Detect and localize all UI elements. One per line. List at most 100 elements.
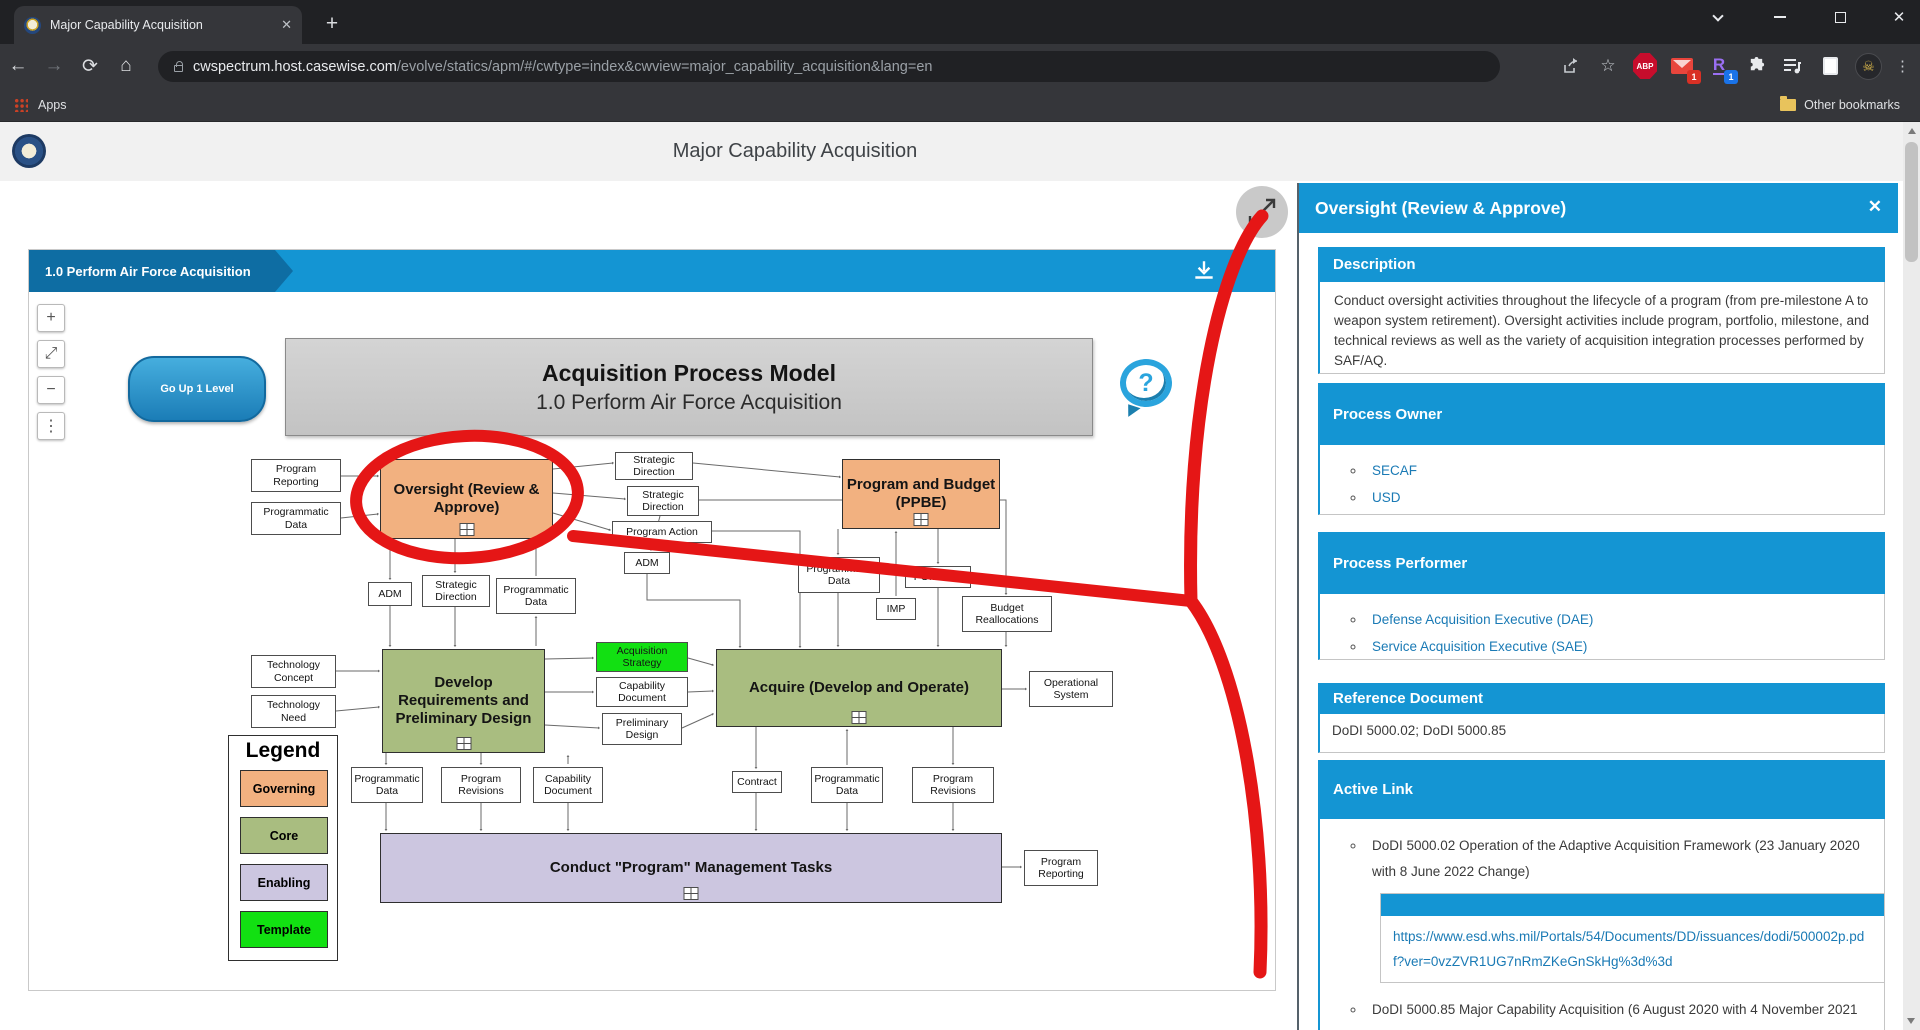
diagram-node[interactable]: Oversight (Review & Approve) (380, 459, 553, 539)
diagram-node[interactable]: Capability Document (596, 677, 688, 707)
window-minimize-button[interactable] (1762, 0, 1798, 34)
playlist-extension-icon[interactable] (1781, 54, 1805, 78)
diagram-node[interactable]: Programmatic Data (251, 502, 341, 535)
browser-menu-icon[interactable]: ⋮ (1895, 58, 1910, 75)
panel-close-icon[interactable]: ✕ (1867, 197, 1882, 216)
browser-tab-bar: Major Capability Acquisition ✕ + ✕ (0, 0, 1920, 44)
diagram-node[interactable]: Program Revisions (441, 767, 521, 803)
panel-link[interactable]: USD (1372, 490, 1401, 505)
back-button[interactable]: ← (8, 55, 28, 76)
diagram-node[interactable]: Acquire (Develop and Operate) (716, 649, 1002, 727)
diagram-node[interactable]: Program Action (612, 521, 712, 543)
legend-title: Legend (245, 739, 321, 762)
diagram-node[interactable]: Strategic Direction (615, 452, 693, 480)
detail-panel: Oversight (Review & Approve) ✕ Descripti… (1297, 183, 1898, 1030)
diagram-node[interactable]: Program Revisions (912, 767, 994, 803)
process-performer-header: Process Performer (1318, 532, 1885, 594)
help-bubble-icon[interactable]: ? (1120, 359, 1176, 420)
description-body: Conduct oversight activities throughout … (1318, 282, 1885, 374)
diagram-node[interactable]: Programmatic Data (351, 767, 423, 803)
diagram-node[interactable]: Program and Budget (PPBE) (842, 459, 1000, 529)
expand-icon[interactable] (851, 711, 867, 724)
sidebar-extension-icon[interactable] (1818, 54, 1842, 78)
resize-handle-icon (1236, 186, 1288, 238)
scrollbar-thumb[interactable] (1905, 142, 1918, 262)
extensions-puzzle-icon[interactable] (1744, 54, 1768, 78)
diagram-node[interactable]: Technology Concept (251, 655, 336, 688)
diagram-node[interactable]: Technology Need (251, 695, 336, 728)
diagram-node[interactable]: Program Reporting (1024, 850, 1098, 886)
diagram-zoom-toolbar: + ⤢ − ⋮ (37, 304, 65, 448)
mail-extension-icon[interactable]: 1 (1670, 54, 1701, 84)
scrollbar-up-arrow[interactable] (1907, 128, 1916, 134)
diagram-node[interactable]: Programmatic Data (811, 767, 883, 803)
tab-title: Major Capability Acquisition (50, 18, 203, 32)
reload-button[interactable]: ⟳ (82, 55, 98, 77)
diagram-node[interactable]: IMP (876, 598, 916, 620)
download-icon[interactable] (1191, 258, 1217, 289)
browser-toolbar: ← → ⟳ ⌂ cwspectrum.host.casewise.com/evo… (0, 44, 1920, 88)
panel-link[interactable]: Defense Acquisition Executive (DAE) (1372, 612, 1594, 627)
diagram-node[interactable]: Acquisition Strategy (596, 642, 688, 672)
page-url: cwspectrum.host.casewise.com/evolve/stat… (193, 58, 933, 75)
window-close-button[interactable]: ✕ (1892, 9, 1906, 26)
home-button[interactable]: ⌂ (120, 55, 132, 76)
diagram-node[interactable]: Programmatic Data (496, 578, 576, 614)
diagram-banner: 1.0 Perform Air Force Acquisition (29, 250, 293, 292)
other-bookmarks[interactable]: Other bookmarks (1780, 95, 1900, 112)
list-item: Service Acquisition Executive (SAE) (1366, 633, 1884, 660)
diagram-node[interactable]: Develop Requirements and Preliminary Des… (382, 649, 545, 753)
zoom-in-button[interactable]: + (37, 304, 65, 332)
diagram-node[interactable]: Contract (732, 771, 782, 793)
diagram-node[interactable]: Capability Document (533, 767, 603, 803)
link-box-highlight-bar (1381, 894, 1884, 916)
panel-link[interactable]: SECAF (1372, 463, 1418, 478)
tab-close-icon[interactable]: ✕ (281, 17, 292, 32)
browser-tab[interactable]: Major Capability Acquisition ✕ (14, 6, 302, 44)
diagram-node[interactable]: Strategic Direction (422, 575, 490, 607)
diagram-node[interactable]: POM/PBD (905, 566, 971, 588)
fit-screen-button[interactable]: ⤢ (37, 340, 65, 368)
diagram-title-box: Acquisition Process Model 1.0 Perform Ai… (285, 338, 1093, 436)
diagram-node[interactable]: Program Reporting (251, 459, 341, 492)
zoom-out-button[interactable]: − (37, 376, 65, 404)
diagram-node[interactable]: Programmatic Data (798, 557, 880, 593)
apps-grid-icon[interactable] (14, 97, 28, 112)
site-favicon (24, 16, 41, 34)
diagram-node[interactable]: Conduct "Program" Management Tasks (380, 833, 1002, 903)
new-tab-button[interactable]: + (325, 12, 339, 35)
expand-icon[interactable] (913, 513, 929, 526)
diagram-node[interactable]: ADM (368, 582, 412, 606)
diagram-node[interactable]: ADM (624, 552, 670, 574)
forward-button[interactable]: → (44, 55, 64, 76)
expand-icon[interactable] (456, 737, 471, 750)
mail-badge: 1 (1687, 70, 1701, 84)
expand-icon[interactable] (683, 887, 699, 900)
diagram-node[interactable]: Operational System (1029, 671, 1113, 707)
tab-search-chevron-icon[interactable] (1700, 0, 1736, 34)
diagram-node[interactable]: Budget Reallocations (962, 596, 1052, 632)
process-performer-body: Defense Acquisition Executive (DAE) Servi… (1318, 594, 1885, 660)
share-icon[interactable] (1559, 54, 1583, 78)
scrollbar-down-arrow[interactable] (1907, 1018, 1915, 1024)
more-options-button[interactable]: ⋮ (37, 412, 65, 440)
expand-icon[interactable] (459, 523, 474, 536)
bookmark-star-icon[interactable]: ☆ (1600, 56, 1616, 75)
profile-avatar[interactable]: ☠ (1855, 52, 1882, 80)
address-bar[interactable]: cwspectrum.host.casewise.com/evolve/stat… (158, 51, 1500, 82)
go-up-level-button[interactable]: Go Up 1 Level (128, 356, 266, 422)
apps-label[interactable]: Apps (38, 97, 67, 112)
window-restore-button[interactable] (1822, 0, 1858, 34)
page-scrollbar[interactable] (1903, 122, 1920, 1030)
active-link-url[interactable]: https://www.esd.whs.mil/Portals/54/Docum… (1393, 929, 1865, 969)
legend-item-enabling: Enabling (240, 864, 328, 901)
diagram-title-bar: 1.0 Perform Air Force Acquisition (29, 250, 1275, 292)
adblock-extension-icon[interactable]: ABP (1633, 53, 1657, 79)
folder-icon (1780, 95, 1797, 111)
diagram-node[interactable]: Strategic Direction (627, 486, 699, 516)
diagram-node[interactable]: Preliminary Design (602, 713, 682, 745)
panel-link[interactable]: Service Acquisition Executive (SAE) (1372, 639, 1588, 654)
panel-header: Oversight (Review & Approve) ✕ (1299, 183, 1898, 233)
legend-item-governing: Governing (240, 770, 328, 807)
